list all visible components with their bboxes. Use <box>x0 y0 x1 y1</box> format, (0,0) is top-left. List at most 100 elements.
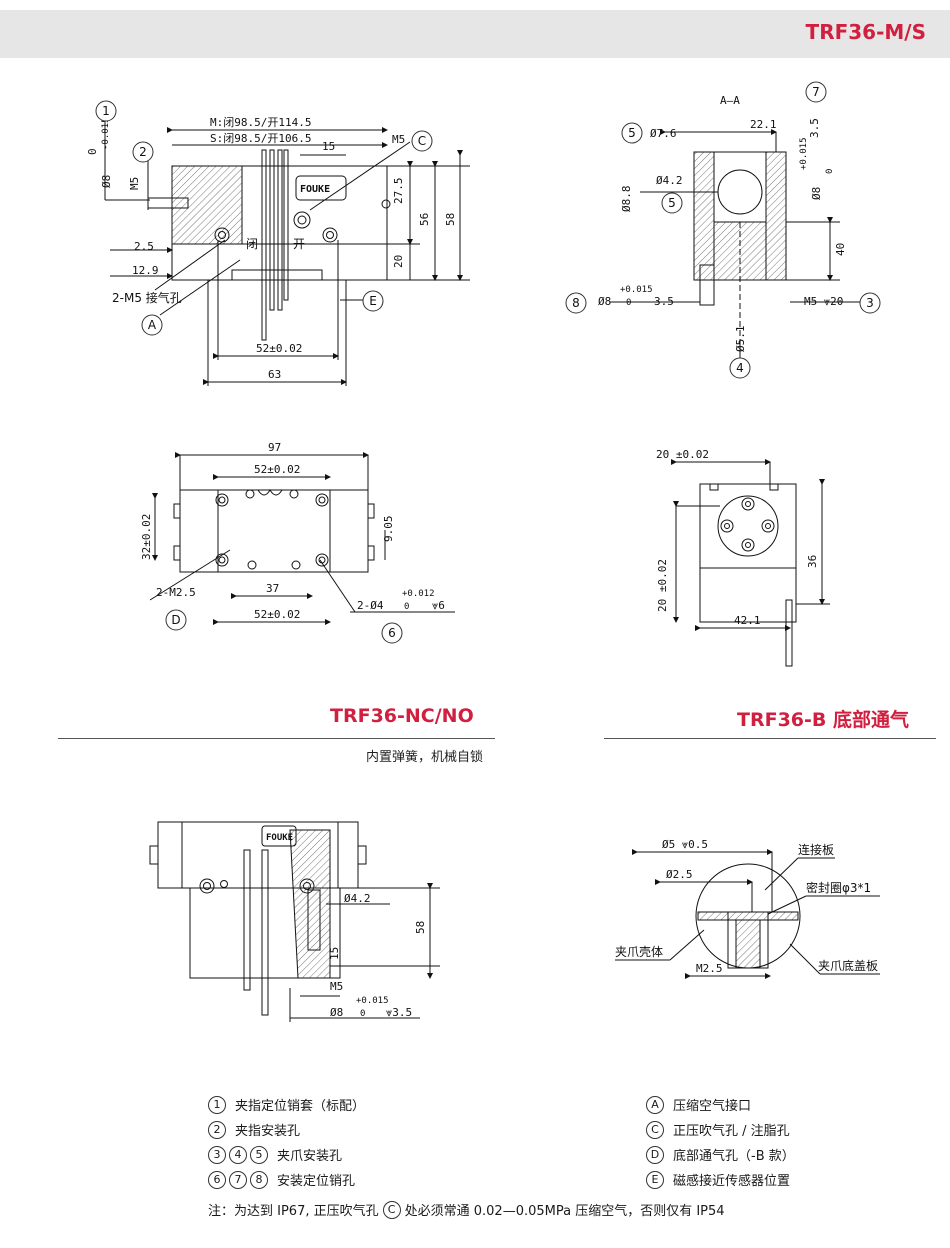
section-title-b: TRF36-B 底部通气 <box>737 709 909 731</box>
svg-text:37: 37 <box>266 582 279 595</box>
svg-text:+0.015: +0.015 <box>799 137 809 170</box>
svg-text:36: 36 <box>806 555 819 568</box>
svg-text:97: 97 <box>268 441 281 454</box>
drawing-b-detail <box>615 849 880 979</box>
callout-labels-d2: 7 5 5 8 3 4 <box>572 85 874 375</box>
label-open: 开 <box>293 237 305 251</box>
dim-56: 56 <box>418 213 431 226</box>
section-title-nc-no: TRF36-NC/NO <box>330 705 474 727</box>
dim-20: 20 <box>392 255 405 268</box>
svg-text:M5 ⩔20: M5 ⩔20 <box>804 295 843 308</box>
legend-item: C 正压吹气孔 / 注脂孔 <box>646 1117 795 1142</box>
drawing-section-aa <box>610 129 860 358</box>
svg-text:0: 0 <box>825 169 835 174</box>
label-m5-side: M5 <box>128 177 141 190</box>
dim-s: S:闭98.5/开106.5 <box>210 132 311 145</box>
label-air-port: 2-M5 接气孔 <box>112 290 182 305</box>
label-m5: M5 <box>392 133 405 146</box>
tol-bot: -0.015 <box>101 117 111 150</box>
dim-2-5: 2.5 <box>134 240 154 253</box>
logo-fouke: FOUKE <box>300 184 330 195</box>
legend-right: A 压缩空气接口 C 正压吹气孔 / 注脂孔 D 底部通气孔（-B 款） E 磁… <box>646 1092 795 1192</box>
page-title: TRF36-M/S <box>805 20 926 44</box>
legend-item: 6 7 8 安装定位销孔 <box>208 1167 365 1192</box>
drawing-bottom-view <box>671 459 830 667</box>
svg-text:+0.015: +0.015 <box>356 996 389 1006</box>
section-subtitle-nc-no: 内置弹簧，机械自锁 <box>366 750 484 765</box>
label-close: 闭 <box>246 237 258 251</box>
drawing-side-view-labels: M:闭98.5/开114.5 S:闭98.5/开106.5 15 M5 2.5 … <box>86 116 457 381</box>
svg-text:Ø7.6: Ø7.6 <box>650 127 677 140</box>
svg-text:Ø8: Ø8 <box>330 1006 343 1019</box>
legend-left: 1 夹指定位销套（标配） 2 夹指安装孔 3 4 5 夹爪安装孔 6 7 8 安… <box>208 1092 365 1192</box>
svg-text:58: 58 <box>414 921 427 934</box>
svg-text:Ø2.5: Ø2.5 <box>666 868 693 881</box>
svg-text:3: 3 <box>866 296 874 310</box>
svg-text:+0.015: +0.015 <box>620 285 653 295</box>
svg-text:A: A <box>148 318 157 332</box>
svg-text:Ø5 ⩔0.5: Ø5 ⩔0.5 <box>662 838 708 851</box>
dim-12-9: 12.9 <box>132 264 159 277</box>
svg-text:22.1: 22.1 <box>750 118 777 131</box>
drawing-top-view-labels: 97 52±0.02 32±0.02 9.05 37 52±0.02 2-M2.… <box>140 441 445 621</box>
svg-text:+0.012: +0.012 <box>402 589 435 599</box>
drawing-top-view <box>149 452 455 625</box>
svg-text:FOUKE: FOUKE <box>266 833 293 843</box>
svg-text:C: C <box>418 134 426 148</box>
callouts-d2 <box>565 81 881 379</box>
svg-text:0: 0 <box>626 298 631 308</box>
drawing-bottom-view-labels: 20 ±0.02 20 ±0.02 36 42.1 <box>656 448 819 627</box>
callouts-d1 <box>95 100 433 336</box>
svg-text:⩔6: ⩔6 <box>432 599 445 612</box>
legend-item: E 磁感接近传感器位置 <box>646 1167 795 1192</box>
svg-text:D: D <box>171 613 180 627</box>
svg-text:5: 5 <box>668 196 676 210</box>
svg-text:3.5: 3.5 <box>808 118 821 138</box>
svg-text:42.1: 42.1 <box>734 614 761 627</box>
svg-text:E: E <box>369 294 377 308</box>
tol-top: 0 <box>86 148 99 155</box>
svg-text:3.5: 3.5 <box>654 295 674 308</box>
dim-27-5: 27.5 <box>392 178 405 205</box>
section-rule-left <box>58 738 495 739</box>
dim-dia8: Ø8 <box>100 175 113 188</box>
svg-text:Ø4.2: Ø4.2 <box>656 174 683 187</box>
svg-text:A—A: A—A <box>720 94 740 107</box>
svg-text:8: 8 <box>572 296 580 310</box>
legend-item: 2 夹指安装孔 <box>208 1117 365 1142</box>
svg-text:Ø8: Ø8 <box>598 295 611 308</box>
drawing-nc-no <box>149 821 440 1022</box>
svg-text:0: 0 <box>404 602 409 612</box>
svg-text:夹爪底盖板: 夹爪底盖板 <box>818 958 878 973</box>
header-bar <box>0 10 950 58</box>
drawing-b-detail-labels: Ø5 ⩔0.5 Ø2.5 连接板 密封圈φ3*1 夹爪壳体 M2.5 夹爪底盖板 <box>615 838 878 975</box>
svg-text:40: 40 <box>834 243 847 256</box>
svg-text:2-Ø4: 2-Ø4 <box>357 599 384 612</box>
footnote-prefix: 注：为达到 IP67, 正压吹气孔 <box>208 1204 379 1219</box>
drawing-side-view <box>104 120 470 386</box>
drawing-nc-no-labels: FOUKE Ø4.2 58 15 M5 Ø8 +0.015 0 ⩔3.5 <box>266 833 427 1019</box>
svg-text:0: 0 <box>360 1009 365 1019</box>
svg-text:52±0.02: 52±0.02 <box>254 463 300 476</box>
svg-text:6: 6 <box>388 626 396 640</box>
legend-item: 3 4 5 夹爪安装孔 <box>208 1142 365 1167</box>
svg-text:M2.5: M2.5 <box>696 962 723 975</box>
svg-text:Ø8.8: Ø8.8 <box>620 186 633 213</box>
legend-item: A 压缩空气接口 <box>646 1092 795 1117</box>
svg-text:2-M2.5: 2-M2.5 <box>156 586 196 599</box>
svg-text:夹爪壳体: 夹爪壳体 <box>615 945 663 959</box>
dim-52: 52±0.02 <box>256 342 302 355</box>
dim-15: 15 <box>322 140 335 153</box>
svg-text:52±0.02: 52±0.02 <box>254 608 300 621</box>
dim-63: 63 <box>268 368 281 381</box>
svg-text:2: 2 <box>139 145 147 159</box>
dim-58: 58 <box>444 213 457 226</box>
svg-text:M5: M5 <box>330 980 343 993</box>
callouts-d3 <box>165 609 403 644</box>
callout-labels-d1: 1 2 C A E <box>102 104 426 332</box>
drawing-section-aa-labels: A—A Ø7.6 22.1 Ø8.8 Ø4.2 Ø8 +0.015 0 3.5 … <box>598 94 847 352</box>
legend-item: D 底部通气孔（-B 款） <box>646 1142 795 1167</box>
svg-text:Ø5.1: Ø5.1 <box>734 326 747 353</box>
svg-text:4: 4 <box>736 361 744 375</box>
